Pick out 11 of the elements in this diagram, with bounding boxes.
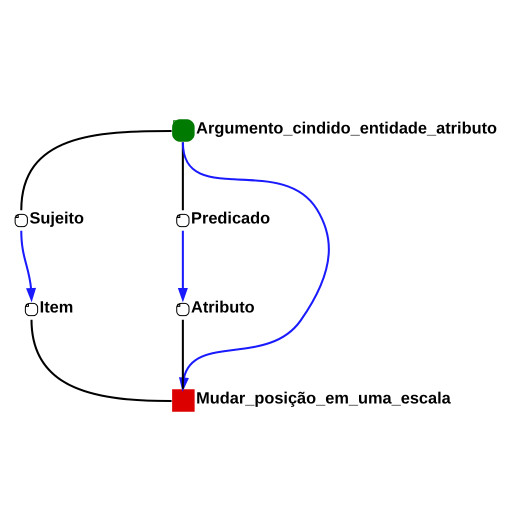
node-label: Sujeito: [28, 209, 84, 228]
connector: [30, 320, 172, 402]
arrow: [20, 230, 36, 302]
node-label: Mudar_posição_em_uma_escala: [196, 389, 450, 408]
connector: [181, 320, 184, 389]
node-label: Predicado: [190, 209, 270, 228]
arrow: [177, 230, 188, 302]
node-label: Atributo: [190, 298, 254, 316]
node-label: Item: [39, 298, 73, 316]
node-label: Argumento_cindido_entidade_atributo: [196, 119, 497, 138]
connector: [20, 130, 172, 210]
